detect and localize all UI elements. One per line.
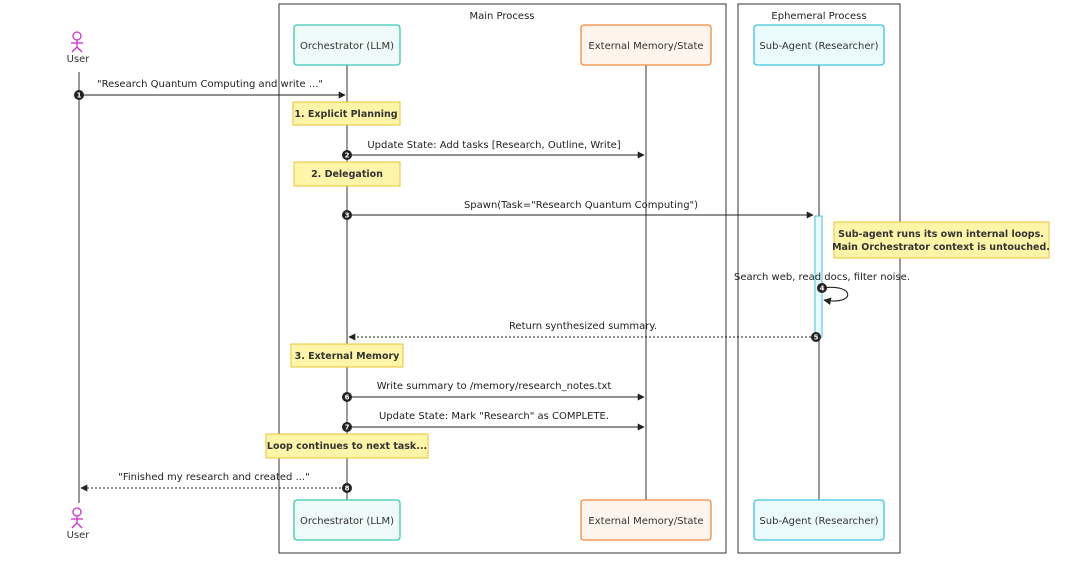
note-explicit-planning-text: 1. Explicit Planning bbox=[294, 109, 397, 120]
message-6-number: 6 bbox=[342, 392, 352, 402]
note-subagent-loops bbox=[833, 221, 1050, 259]
note-loop-continues-text: Loop continues to next task... bbox=[267, 441, 427, 452]
main-process-group bbox=[278, 3, 727, 554]
orchestrator-label-top: Orchestrator (LLM) bbox=[300, 41, 394, 52]
message-6-label: Write summary to /memory/research_notes.… bbox=[377, 381, 612, 392]
svg-text:5: 5 bbox=[814, 334, 819, 342]
message-4-arrow bbox=[821, 286, 849, 306]
user-label-bottom: User bbox=[67, 530, 91, 541]
note-external-memory-text: 3. External Memory bbox=[295, 351, 401, 362]
message-3-label: Spawn(Task="Research Quantum Computing") bbox=[464, 200, 698, 211]
note-subagent-loops-line1: Sub-agent runs its own internal loops. bbox=[838, 229, 1044, 240]
message-1-label: "Research Quantum Computing and write ..… bbox=[97, 79, 323, 90]
message-3-number: 3 bbox=[342, 210, 352, 220]
orchestrator-box-bottom bbox=[293, 499, 401, 541]
subagent-box-top bbox=[753, 24, 885, 66]
message-2-number: 2 bbox=[342, 150, 352, 160]
user-actor-bottom bbox=[71, 507, 83, 529]
message-7-number: 7 bbox=[342, 422, 352, 432]
message-2-label: Update State: Add tasks [Research, Outli… bbox=[367, 140, 620, 151]
subagent-box-bottom bbox=[753, 499, 885, 541]
orchestrator-label-bottom: Orchestrator (LLM) bbox=[300, 516, 394, 527]
subagent-label-bottom: Sub-Agent (Researcher) bbox=[759, 516, 878, 527]
svg-text:6: 6 bbox=[345, 394, 350, 402]
svg-text:8: 8 bbox=[345, 485, 350, 493]
message-8-label: "Finished my research and created ..." bbox=[118, 472, 309, 483]
message-4-number: 4 bbox=[817, 283, 827, 293]
orchestrator-box-top bbox=[293, 24, 401, 66]
message-4-label: Search web, read docs, filter noise. bbox=[734, 272, 910, 283]
memory-label-top: External Memory/State bbox=[588, 41, 703, 52]
memory-box-top bbox=[580, 24, 712, 66]
user-actor-top bbox=[71, 31, 83, 53]
user-label-top: User bbox=[67, 54, 91, 65]
note-explicit-planning bbox=[292, 101, 401, 126]
note-loop-continues bbox=[265, 433, 429, 459]
note-subagent-loops-line2: Main Orchestrator context is untouched. bbox=[832, 242, 1050, 253]
memory-label-bottom: External Memory/State bbox=[588, 516, 703, 527]
svg-text:3: 3 bbox=[345, 212, 350, 220]
svg-text:7: 7 bbox=[345, 424, 350, 432]
note-external-memory bbox=[290, 343, 404, 368]
note-delegation bbox=[293, 161, 401, 187]
svg-text:2: 2 bbox=[345, 152, 350, 160]
message-1-number: 1 bbox=[74, 90, 84, 100]
message-8-number: 8 bbox=[342, 483, 352, 493]
main-process-title: Main Process bbox=[470, 11, 535, 22]
message-5-label: Return synthesized summary. bbox=[509, 321, 657, 332]
svg-text:4: 4 bbox=[820, 285, 825, 293]
svg-text:1: 1 bbox=[77, 92, 82, 100]
memory-box-bottom bbox=[580, 499, 712, 541]
message-7-label: Update State: Mark "Research" as COMPLET… bbox=[379, 411, 609, 422]
note-delegation-text: 2. Delegation bbox=[311, 169, 383, 180]
ephemeral-process-title: Ephemeral Process bbox=[771, 11, 866, 22]
message-5-number: 5 bbox=[811, 332, 821, 342]
subagent-label-top: Sub-Agent (Researcher) bbox=[759, 41, 878, 52]
